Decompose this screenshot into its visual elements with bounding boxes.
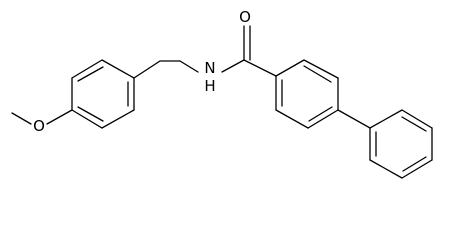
methoxyphenyl-ring	[71, 59, 135, 129]
ether-oxygen-label: O	[33, 117, 45, 135]
methoxy-group	[11, 109, 73, 125]
amide-group	[221, 25, 277, 77]
benzyl-linker	[133, 60, 199, 79]
amide-nitrogen-label: N	[204, 59, 215, 77]
carbonyl-oxygen-label: O	[239, 8, 251, 26]
phenyl-ring	[369, 109, 433, 179]
phenylene-ring	[275, 59, 339, 129]
biaryl-bond	[337, 109, 371, 129]
molecule-structure: O N H O	[11, 8, 433, 179]
molecule-canvas: O N H O	[11, 8, 433, 179]
amide-hydrogen-label: H	[204, 77, 215, 95]
